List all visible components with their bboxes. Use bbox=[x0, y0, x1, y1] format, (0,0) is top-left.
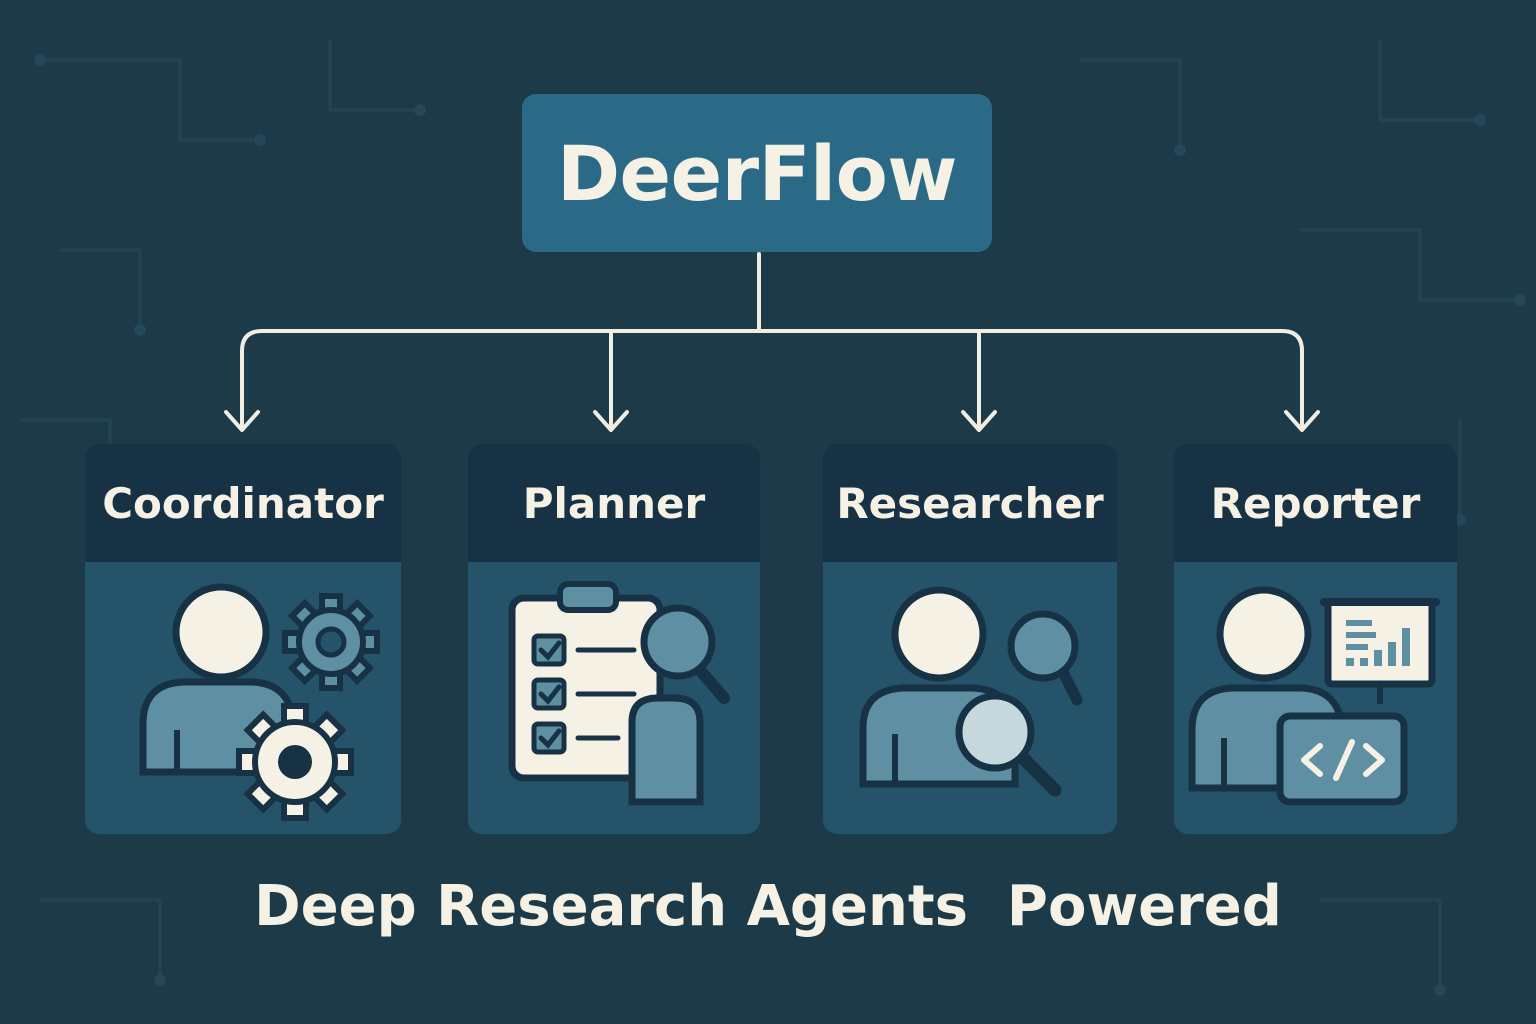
arrow-researcher bbox=[961, 329, 997, 432]
card-title: Coordinator bbox=[102, 478, 384, 528]
deerflow-root-node: DeerFlow bbox=[522, 94, 992, 252]
card-title: Planner bbox=[522, 478, 706, 528]
agent-card-planner: Planner bbox=[468, 444, 760, 834]
person-chart-code-icon bbox=[1188, 586, 1440, 806]
card-header: Planner bbox=[468, 444, 760, 562]
agent-card-reporter: Reporter bbox=[1174, 444, 1457, 834]
branch-line bbox=[260, 329, 1304, 353]
agent-card-researcher: Researcher bbox=[823, 444, 1117, 834]
person-gears-icon bbox=[139, 583, 380, 821]
root-title: DeerFlow bbox=[556, 128, 958, 218]
arrow-coordinator bbox=[224, 329, 264, 432]
card-header: Reporter bbox=[1174, 444, 1457, 562]
person-magnifier-icon bbox=[859, 586, 1083, 797]
arrow-reporter bbox=[1284, 349, 1320, 432]
tagline: Deep Research Agents Powered bbox=[254, 874, 1282, 939]
arrow-planner bbox=[593, 329, 629, 432]
card-header: Coordinator bbox=[85, 444, 401, 562]
card-title: Researcher bbox=[836, 478, 1104, 528]
checklist-search-icon bbox=[508, 581, 730, 806]
card-header: Researcher bbox=[823, 444, 1117, 562]
card-title: Reporter bbox=[1210, 478, 1421, 528]
agent-card-coordinator: Coordinator bbox=[85, 444, 401, 834]
